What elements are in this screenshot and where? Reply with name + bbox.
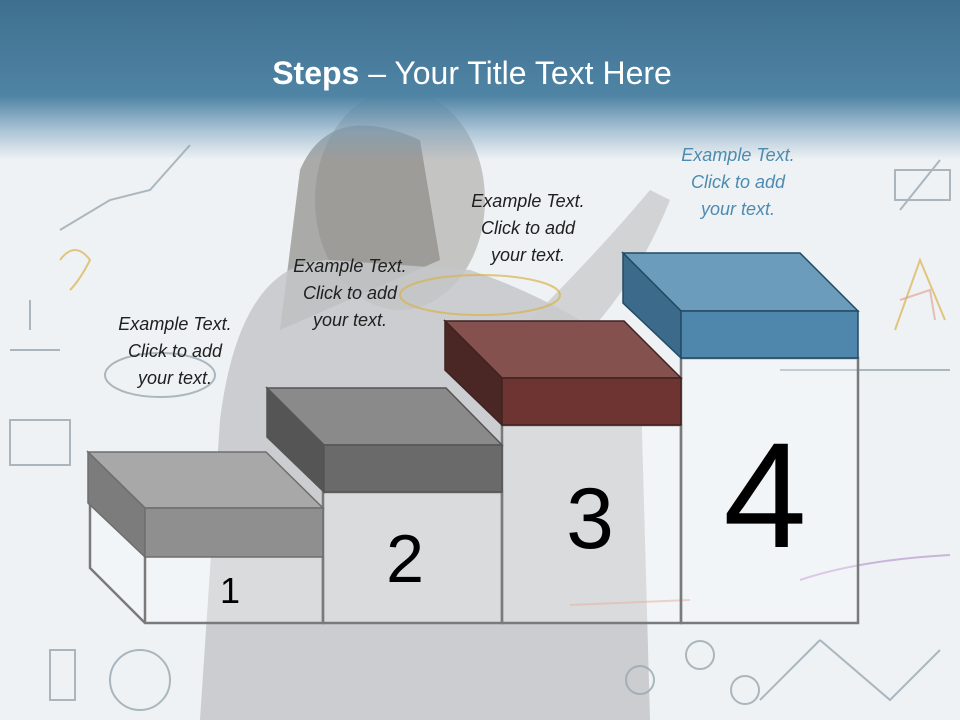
step-2-number: 2 <box>386 521 424 597</box>
step-3-block <box>443 319 683 427</box>
step-4-text[interactable]: Example Text. Click to add your text. <box>681 145 795 219</box>
step-3-column <box>500 423 683 625</box>
step-2-text[interactable]: Example Text. Click to add your text. <box>293 256 407 330</box>
slide-title[interactable]: Steps – Your Title Text Here <box>0 55 944 92</box>
step-4-block <box>621 251 860 360</box>
step-1-text[interactable]: Example Text. Click to add your text. <box>118 314 232 388</box>
title-rest: – Your Title Text Here <box>359 55 672 91</box>
step-3-text[interactable]: Example Text. Click to add your text. <box>471 191 585 265</box>
title-bar <box>0 0 960 160</box>
step-4-column <box>679 356 860 625</box>
step-1-number: 1 <box>219 570 241 611</box>
step-3-number: 3 <box>566 471 614 567</box>
step-1-block <box>86 450 325 559</box>
step-2-block <box>265 386 504 494</box>
title-bold: Steps <box>272 55 360 91</box>
step-4-number: 4 <box>723 411 807 579</box>
